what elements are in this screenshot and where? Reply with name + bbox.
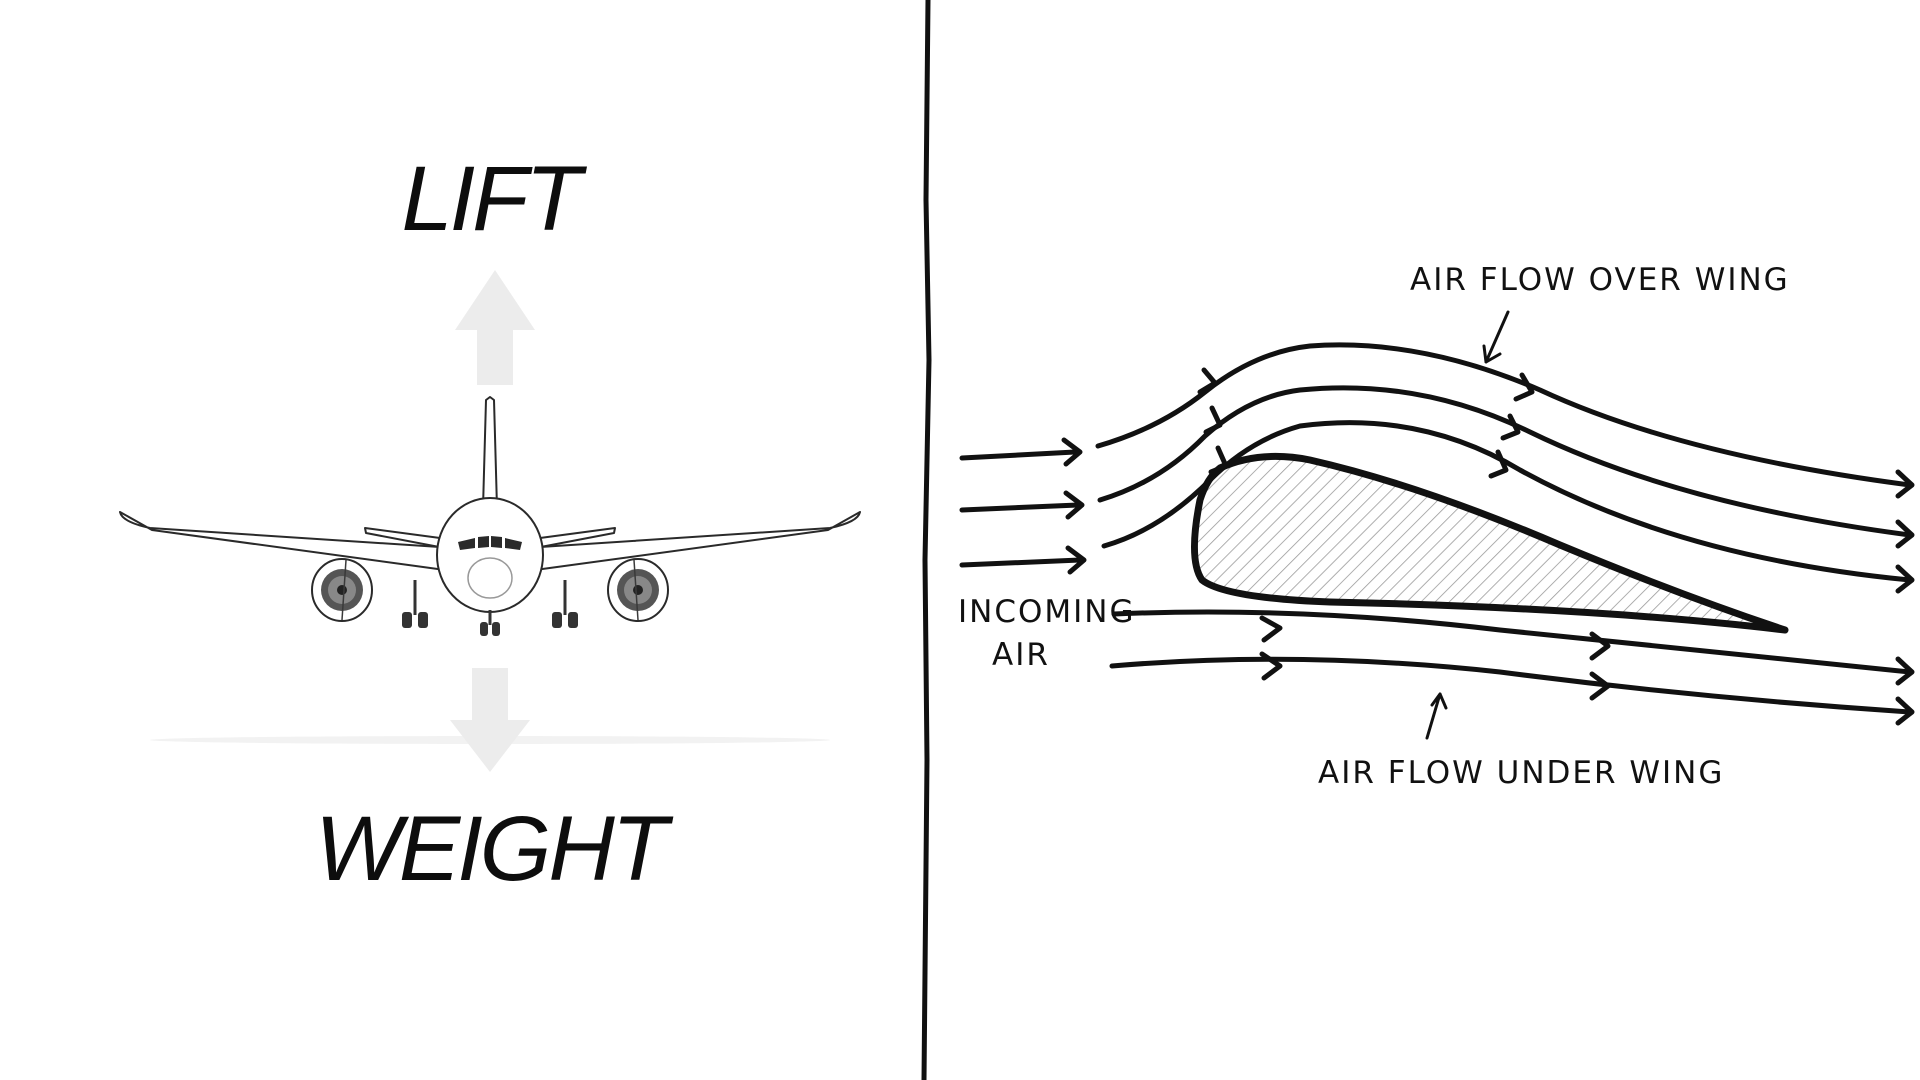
right-engine	[607, 558, 669, 622]
lift-label: LIFT	[401, 148, 587, 250]
incoming-air-arrows	[959, 437, 1087, 575]
flow-under-label: AIR FLOW UNDER WING	[1318, 755, 1724, 791]
left-panel: LIFT	[119, 148, 861, 900]
weight-arrow-icon	[450, 668, 530, 772]
airplane-icon	[119, 396, 861, 744]
lift-arrow-icon	[455, 270, 535, 385]
flow-under-pointer-icon	[1425, 692, 1448, 740]
streamlines-over-wing	[1095, 342, 1915, 594]
landing-gear	[402, 580, 578, 636]
right-panel: AIR FLOW OVER WING AIR FLOW UNDER WING I…	[958, 262, 1915, 791]
panel-divider	[921, 0, 932, 1080]
airfoil-icon	[1191, 452, 1789, 634]
flow-over-pointer-icon	[1482, 310, 1510, 364]
incoming-label-line2: AIR	[992, 637, 1050, 673]
left-engine	[311, 558, 373, 622]
streamlines-under-wing	[1109, 609, 1915, 726]
weight-label: WEIGHT	[315, 798, 674, 900]
flow-over-label: AIR FLOW OVER WING	[1410, 262, 1790, 298]
incoming-label-line1: INCOMING	[958, 594, 1135, 630]
